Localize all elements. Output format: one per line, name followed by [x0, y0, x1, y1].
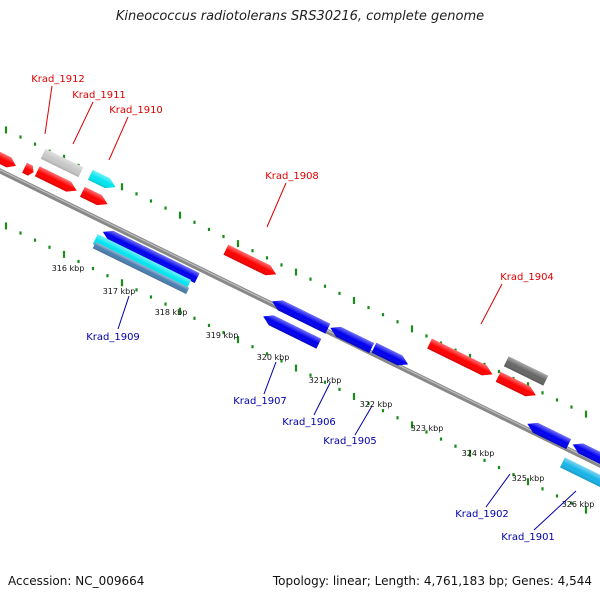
gene-arrow-krad-1901[interactable]	[560, 457, 600, 489]
gene-label-krad-1911[interactable]: Krad_1911	[72, 90, 126, 101]
gene-arrow-krad-1906[interactable]	[261, 311, 322, 349]
callout-line-krad-1902	[485, 473, 511, 508]
gene-arrow-small-red[interactable]	[22, 162, 36, 177]
gene-arrow-krad-1902[interactable]	[525, 419, 572, 450]
scale-label-2: 318 kbp	[155, 308, 188, 317]
gene-arrow-krad-1909c[interactable]	[92, 241, 190, 295]
map-title: Kineococcus radiotolerans SRS30216, comp…	[115, 9, 485, 24]
gene-arrow-krad-1910b[interactable]	[80, 186, 110, 209]
callout-line-krad-1904	[480, 283, 503, 325]
gene-arrow-krad-1909b[interactable]	[92, 234, 192, 290]
reverse-tick-track	[4, 222, 588, 514]
gene-label-krad-1908[interactable]: Krad_1908	[265, 171, 319, 182]
callout-line-krad-1910	[108, 116, 129, 161]
gene-label-krad-1904[interactable]: Krad_1904	[500, 272, 554, 283]
gene-label-krad-1901[interactable]: Krad_1901	[501, 532, 555, 543]
gene-label-krad-1912[interactable]: Krad_1912	[31, 74, 85, 85]
gene-arrow-krad-1902b[interactable]	[570, 440, 600, 465]
scale-label-0: 316 kbp	[52, 264, 85, 273]
gene-arrow-krad-1905[interactable]	[371, 342, 411, 370]
gene-arrow-krad-1906b[interactable]	[328, 323, 375, 354]
scale-label-10: 326 kbp	[562, 500, 595, 509]
scale-label-7: 323 kbp	[411, 424, 444, 433]
callout-line-krad-1905	[354, 405, 373, 436]
callout-line-krad-1909	[117, 295, 130, 330]
gene-arrow-krad-1913[interactable]	[0, 151, 18, 171]
callout-line-krad-1901	[533, 490, 577, 531]
gene-label-krad-1902[interactable]: Krad_1902	[455, 509, 509, 520]
accession-text: Accession: NC_009664	[8, 574, 145, 588]
scale-label-4: 320 kbp	[257, 353, 290, 362]
gene-label-krad-1905[interactable]: Krad_1905	[323, 436, 377, 447]
callout-line-krad-1911	[72, 101, 94, 145]
gene-label-krad-1907[interactable]: Krad_1907	[233, 396, 287, 407]
scale-label-6: 322 kbp	[360, 400, 393, 409]
gene-label-krad-1906[interactable]: Krad_1906	[282, 417, 336, 428]
gene-label-krad-1909[interactable]: Krad_1909	[86, 332, 140, 343]
gene-arrow-krad-1908[interactable]	[223, 244, 278, 280]
callout-line-krad-1912	[44, 85, 53, 135]
gene-arrow-krad-1903[interactable]	[495, 371, 539, 400]
gene-arrow-krad-1907[interactable]	[270, 296, 331, 334]
gene-arrow-krad-1903b[interactable]	[503, 356, 549, 386]
callout-line-krad-1908	[266, 182, 287, 228]
callout-line-krad-1906	[313, 382, 331, 416]
scale-label-3: 319 kbp	[206, 331, 239, 340]
scale-label-1: 317 kbp	[103, 287, 136, 296]
topology-stats-text: Topology: linear; Length: 4,761,183 bp; …	[272, 574, 592, 588]
scale-label-5: 321 kbp	[309, 376, 342, 385]
scale-label-8: 324 kbp	[462, 449, 495, 458]
gene-arrow-krad-1904[interactable]	[427, 338, 495, 380]
callout-line-krad-1907	[263, 361, 277, 395]
gene-label-krad-1910[interactable]: Krad_1910	[109, 105, 163, 116]
scale-label-9: 325 kbp	[512, 474, 545, 483]
gene-arrow-krad-1911[interactable]	[34, 166, 79, 195]
gene-arrow-krad-1910[interactable]	[88, 169, 118, 192]
gene-arrow-krad-1909[interactable]	[100, 227, 200, 284]
gene-arrow-krad-1912[interactable]	[40, 148, 84, 178]
